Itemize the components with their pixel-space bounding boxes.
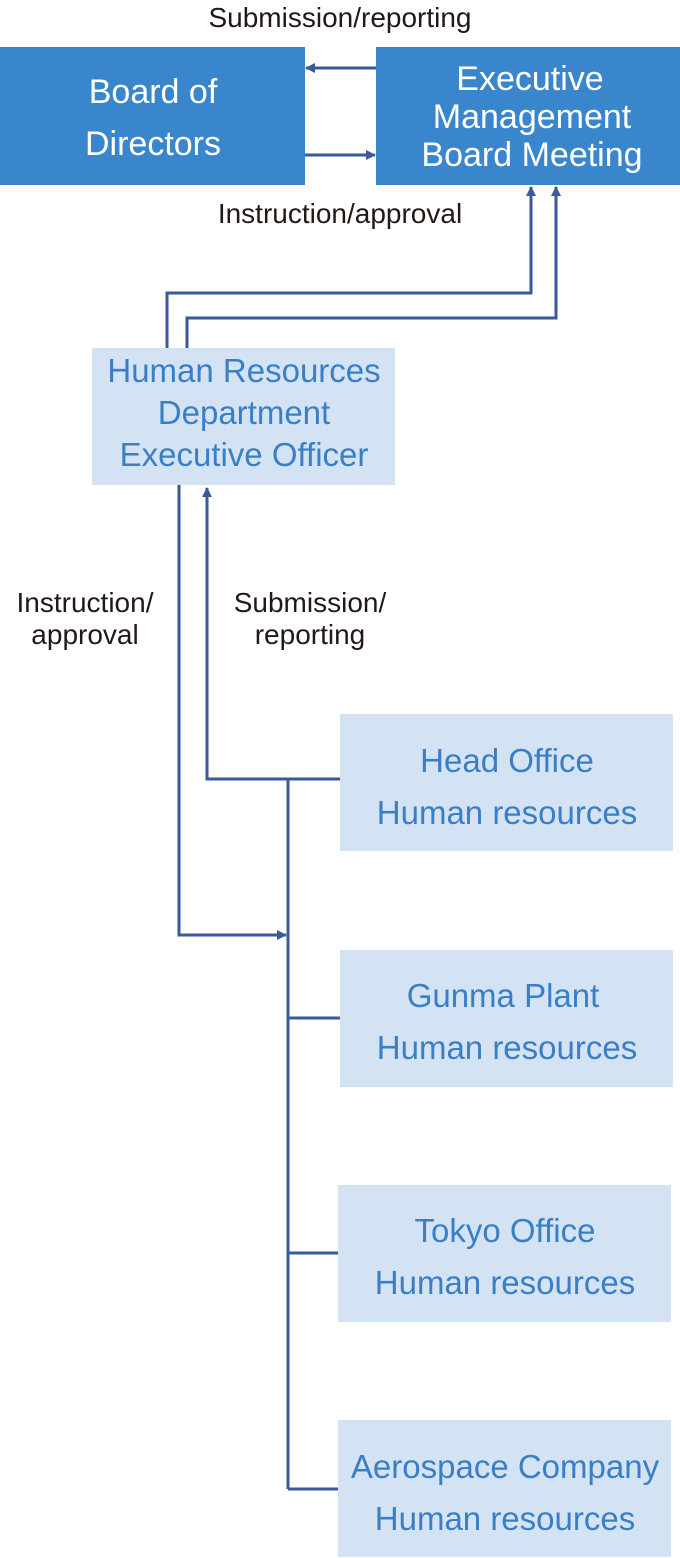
label-instruction-mid-line1: Instruction/ <box>17 587 154 618</box>
unit-tokyo-office-line1: Tokyo Office <box>415 1212 596 1249</box>
executive-board-line1: Executive <box>456 60 603 98</box>
board-of-directors-line2: Directors <box>85 125 221 163</box>
unit-gunma-plant-line2: Human resources <box>377 1029 637 1066</box>
label-submission-reporting-top: Submission/reporting <box>208 2 471 33</box>
board-of-directors-box <box>0 47 305 185</box>
unit-box-tokyo-office <box>338 1185 671 1322</box>
hr-officer-line1: Human Resources <box>107 352 380 389</box>
connector-submission-up <box>202 487 340 781</box>
label-instruction-mid-line2: approval <box>31 619 138 650</box>
unit-box-head-office <box>340 714 673 851</box>
hr-officer-line3: Executive Officer <box>120 436 369 473</box>
connector-hr-to-executive-outer <box>165 186 536 348</box>
unit-head-office-line2: Human resources <box>377 794 637 831</box>
unit-head-office-line1: Head Office <box>420 742 594 779</box>
board-of-directors-line1: Board of <box>89 73 218 111</box>
executive-board-line2: Management <box>433 98 632 136</box>
connector-hr-instruction-down <box>177 485 287 940</box>
unit-box-aerospace-company <box>338 1420 671 1557</box>
connector-hr-to-executive-inner <box>185 186 561 348</box>
label-instruction-approval-top: Instruction/approval <box>218 198 462 229</box>
hr-officer-box <box>92 348 395 485</box>
unit-tokyo-office-line2: Human resources <box>375 1264 635 1301</box>
unit-gunma-plant-line1: Gunma Plant <box>407 977 600 1014</box>
label-submission-mid-line1: Submission/ <box>234 587 387 618</box>
executive-board-line3: Board Meeting <box>421 136 642 174</box>
hr-officer-line2: Department <box>158 394 330 431</box>
unit-box-gunma-plant <box>340 950 673 1087</box>
executive-board-box <box>376 47 680 185</box>
unit-aerospace-company-line1: Aerospace Company <box>351 1448 660 1485</box>
label-submission-mid-line2: reporting <box>255 619 366 650</box>
unit-aerospace-company-line2: Human resources <box>375 1500 635 1537</box>
